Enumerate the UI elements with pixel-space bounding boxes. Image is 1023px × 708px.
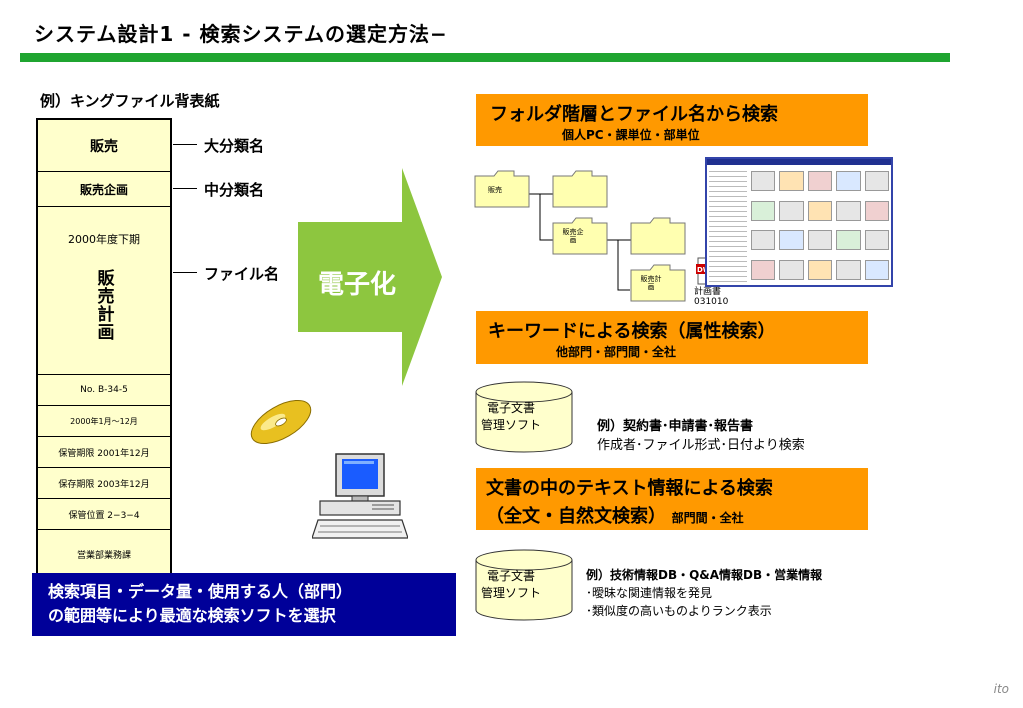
thumbnail-tree-pane <box>709 167 747 285</box>
db1-label: 電子文書 管理ソフト <box>476 400 546 434</box>
fulltext-search-box: 文書の中のテキスト情報による検索 （全文・自然文検索） 部門間・全社 <box>476 468 868 530</box>
selection-note-line2: の範囲等により最適な検索ソフトを選択 <box>48 606 336 625</box>
thumbnail-titlebar <box>707 159 891 165</box>
keyword-search-scope: 他部門・部門間・全社 <box>556 345 677 359</box>
db2-label-line1: 電子文書 <box>486 569 535 583</box>
leader-line-major <box>173 144 197 145</box>
folder-icon <box>630 217 686 255</box>
folder-icon <box>630 264 686 302</box>
spine-keep-period: 保管期限 2001年12月 <box>38 437 170 468</box>
page-title: システム設計1 - 検索システムの選定方法− <box>34 22 448 46</box>
fulltext-search-title: 文書の中のテキスト情報による検索 <box>486 478 773 499</box>
thumbnail-icon-grid <box>751 171 889 283</box>
db1-detail: 作成者･ファイル形式･日付より検索 <box>597 438 805 453</box>
db2-bullet-2: ･類似度の高いものよりランク表示 <box>586 604 772 618</box>
database-icon <box>475 381 573 453</box>
db2-bullet-1: ･曖昧な関連情報を発見 <box>586 586 713 600</box>
file-code: 031010 <box>694 297 729 307</box>
leader-label-major: 大分類名 <box>204 137 265 155</box>
db2-example: 例）技術情報DB・Q&A情報DB・営業情報 <box>586 568 823 582</box>
folder-icon <box>552 170 608 208</box>
folder-icon <box>552 217 608 255</box>
folder-child-sibling <box>630 215 686 259</box>
folder-grandchild-label: 販売計画 <box>640 275 662 291</box>
folder-root-label: 販売 <box>488 186 502 194</box>
digitize-label: 電子化 <box>318 270 397 300</box>
spine-department: 営業部業務課 <box>76 550 131 561</box>
computer-icon <box>312 453 408 539</box>
keyword-search-title: キーワードによる検索（属性検索） <box>488 321 776 342</box>
spine-major-category: 販売 <box>38 120 170 172</box>
database-icon <box>475 549 573 621</box>
leader-line-file <box>173 272 197 273</box>
folder-search-box: フォルダ階層とファイル名から検索 個人PC・課単位・部単位 <box>476 94 868 146</box>
folder-child: 販売企画 <box>552 215 608 259</box>
file-caption: 計画書 031010 <box>694 287 728 307</box>
spine-period: 2000年度下期 <box>68 233 140 246</box>
fulltext-search-scope: 部門間・全社 <box>671 511 744 525</box>
folder-icon <box>474 170 530 208</box>
fulltext-search-line2: （全文・自然文検索） 部門間・全社 <box>486 502 868 528</box>
spine-middle-category: 販売企画 <box>38 172 170 207</box>
selection-note-line1: 検索項目・データ量・使用する人（部門） <box>48 582 353 601</box>
folder-search-title: フォルダ階層とファイル名から検索 <box>490 104 778 125</box>
folder-sibling <box>552 168 608 212</box>
cd-icon <box>250 399 312 445</box>
example-label: 例）キングファイル背表紙 <box>40 92 220 110</box>
db2-label-line2: 管理ソフト <box>480 586 541 600</box>
file-name: 計画書 <box>694 287 722 297</box>
title-underline <box>20 53 950 62</box>
spine-file-block: 2000年度下期 販売計画 <box>38 207 170 375</box>
folder-child-label: 販売企画 <box>562 228 584 244</box>
db1-example: 例）契約書･申請書･報告書 <box>597 419 754 434</box>
leader-line-middle <box>173 188 197 189</box>
folder-search-scope: 個人PC・課単位・部単位 <box>562 128 700 142</box>
spine-date-range: 2000年1月〜12月 <box>38 406 170 437</box>
spine-number: No. B-34-5 <box>38 375 170 406</box>
spine-file-title: 販売計画 <box>93 269 114 341</box>
folder-root: 販売 <box>474 168 530 212</box>
folder-grandchild: 販売計画 <box>630 262 686 306</box>
file-badge: DW <box>697 266 711 274</box>
digitize-arrow <box>298 168 442 386</box>
leader-label-middle: 中分類名 <box>204 181 265 199</box>
fulltext-search-type: （全文・自然文検索） <box>486 506 666 527</box>
spine-location: 保管位置 2−3−4 <box>38 499 170 530</box>
binder-spine: 販売 販売企画 2000年度下期 販売計画 No. B-34-5 2000年1月… <box>36 118 172 580</box>
folder-tree-lines <box>528 193 632 291</box>
selection-note-box: 検索項目・データ量・使用する人（部門） の範囲等により最適な検索ソフトを選択 <box>32 573 456 636</box>
db2-label: 電子文書 管理ソフト <box>476 568 546 602</box>
explorer-thumbnail <box>705 157 893 287</box>
author-signature: ito <box>993 682 1009 696</box>
db1-label-line2: 管理ソフト <box>480 418 541 432</box>
keyword-search-box: キーワードによる検索（属性検索） 他部門・部門間・全社 <box>476 311 868 364</box>
leader-label-file: ファイル名 <box>204 265 280 283</box>
db1-label-line1: 電子文書 <box>486 401 535 415</box>
spine-store-period: 保存期限 2003年12月 <box>38 468 170 499</box>
